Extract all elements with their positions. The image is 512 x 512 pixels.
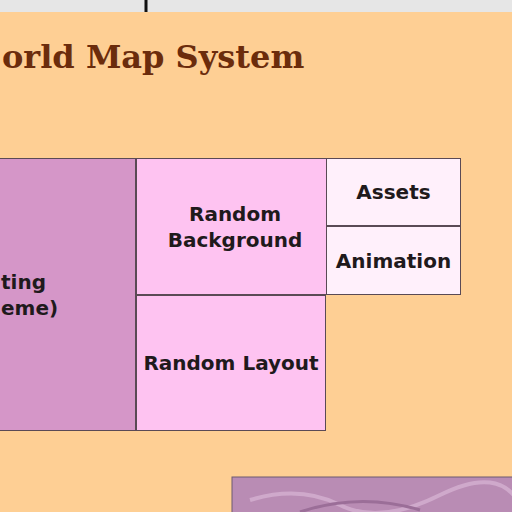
process-box: Random Background [136, 158, 334, 295]
top-tick [145, 0, 148, 12]
box-label: Random Background [137, 201, 333, 253]
illustration-panel [232, 477, 512, 512]
process-box: ting eme) [0, 158, 136, 431]
top-bar [0, 0, 512, 12]
process-box: Animation [326, 226, 461, 295]
box-label: Animation [336, 248, 451, 274]
box-label: ting eme) [0, 269, 63, 321]
process-box: Assets [326, 158, 461, 226]
box-label: Assets [356, 179, 430, 205]
illustration-stroke [250, 482, 512, 512]
box-label: Random Layout [143, 350, 318, 376]
illustration-stroke [300, 501, 420, 512]
process-box: Random Layout [136, 295, 326, 431]
slide-title: orld Map System [2, 38, 304, 76]
